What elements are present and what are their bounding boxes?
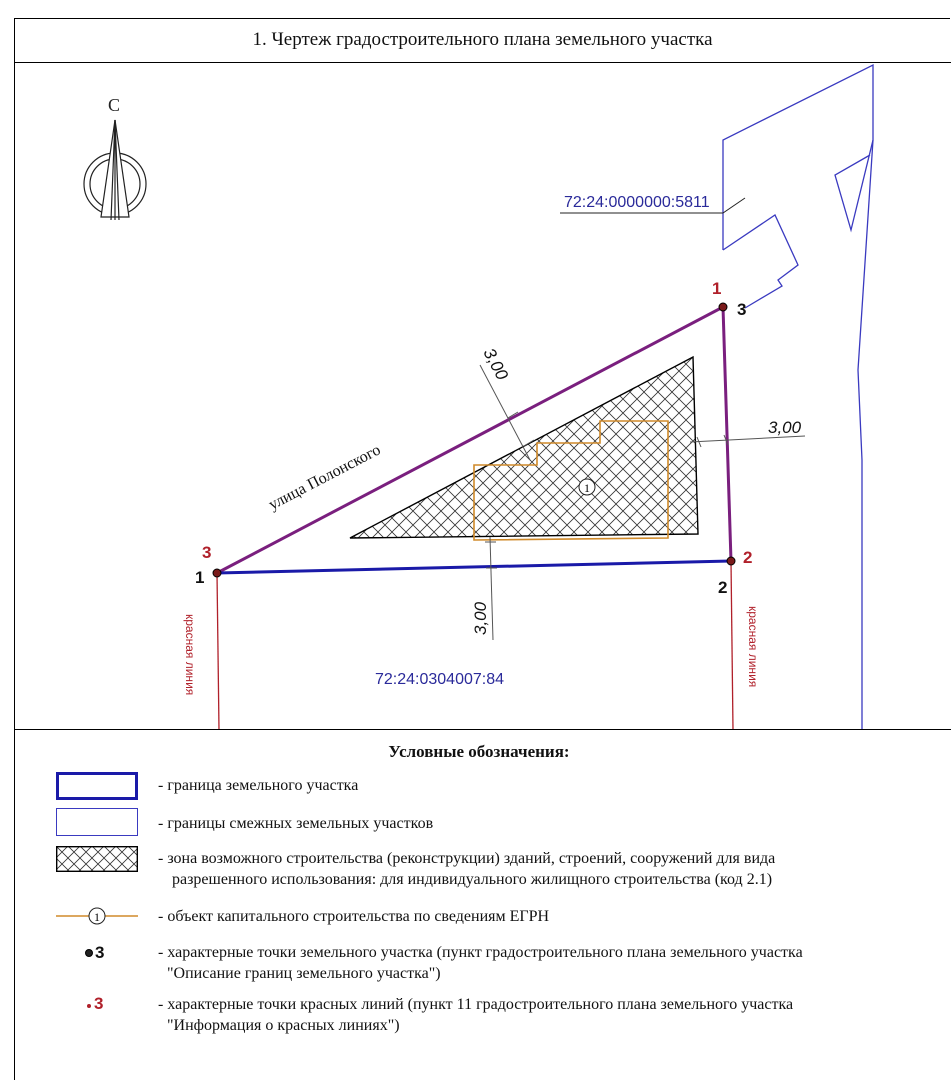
adjacent-parcel-boundary [722, 63, 874, 250]
parcel-point-label-3: 3 [737, 300, 746, 319]
parcel-point-2 [726, 556, 736, 566]
adjacent-cadastral-number: 72:24:0000000:5811 [564, 194, 710, 211]
site-plan-drawing: 1 3 1 2 1 3 2 3,00 3,00 [83, 63, 874, 729]
legend-text-parcel-boundary: - граница земельного участка [158, 777, 359, 794]
north-arrow-icon [83, 119, 147, 221]
legend-swatch-buildable-zone [55, 845, 138, 873]
legend-text-parcel-points-2: "Описание границ земельного участка") [167, 965, 441, 982]
red-line-label-right: красная линия [746, 606, 760, 687]
legend-swatch-adjacent-boundary [56, 808, 138, 836]
setback-dimension-right [689, 434, 806, 448]
red-point-label-2: 2 [743, 548, 752, 567]
parcel-point-label-1: 1 [195, 568, 204, 587]
legend-text-red-points-2: "Информация о красных линиях") [167, 1017, 400, 1034]
legend-parcel-point-symbol: 3 [85, 943, 104, 963]
capital-building-footprint [473, 420, 669, 541]
building-marker-label: 1 [584, 481, 590, 495]
red-line-right [730, 560, 734, 729]
legend-parcel-point-number: 3 [95, 943, 105, 962]
page-title: 1. Чертеж градостроительного плана земел… [14, 18, 951, 63]
parcel-boundary-street-side [216, 305, 724, 575]
legend-swatch-parcel-boundary [56, 772, 138, 800]
legend-text-building: - объект капитального строительства по с… [158, 908, 550, 925]
red-line-left [216, 572, 220, 729]
legend-text-red-points: - характерные точки красных линий (пункт… [158, 996, 794, 1013]
setback-dimension-bottom [485, 536, 497, 641]
setback-dimension-top-left [479, 364, 535, 461]
north-label: С [108, 95, 120, 115]
legend-swatch-building: 1 [56, 906, 138, 926]
legend-title: Условные обозначения: [388, 742, 570, 761]
legend-text-buildable-zone-2: разрешенного использования: для индивиду… [172, 871, 773, 888]
legend-text-parcel-points: - характерные точки земельного участка (… [158, 944, 803, 961]
parcel-point-label-2: 2 [718, 578, 727, 597]
drawing-frame [14, 18, 950, 1080]
parcel-boundary-east-side [721, 306, 733, 562]
legend-text-adjacent-boundary: - границы смежных земельных участков [158, 815, 434, 832]
parcel-point-1 [718, 302, 728, 312]
setback-label-bottom: 3,00 [471, 601, 490, 635]
legend-building-icon: 1 [56, 907, 138, 925]
buildable-zone [349, 355, 699, 539]
legend-parcel-point-dot-icon [85, 949, 93, 957]
legend-red-point-number: 3 [94, 994, 104, 1013]
adjacent-parcel-boundary-lower [722, 139, 874, 729]
parcel-boundary-south-side [216, 559, 732, 575]
legend-hatch-icon [55, 845, 138, 873]
red-point-label-1: 1 [712, 279, 721, 298]
parcel-cadastral-number: 72:24:0304007:84 [375, 671, 504, 688]
legend-red-point-dot-icon [87, 1004, 91, 1008]
street-label: улица Полонского [266, 441, 384, 513]
setback-label-top-left: 3,00 [479, 345, 512, 384]
legend-divider [14, 729, 951, 730]
legend-red-point-symbol: 3 [87, 994, 103, 1014]
building-marker-circle [578, 478, 596, 496]
legend-text-buildable-zone: - зона возможного строительства (реконст… [158, 850, 776, 867]
setback-label-right: 3,00 [768, 418, 802, 437]
legend-building-marker: 1 [94, 910, 100, 924]
adjacent-cadastral-leader [560, 197, 746, 214]
red-line-label-left: красная линия [183, 614, 197, 695]
parcel-point-3 [212, 568, 222, 578]
red-point-label-3: 3 [202, 543, 211, 562]
